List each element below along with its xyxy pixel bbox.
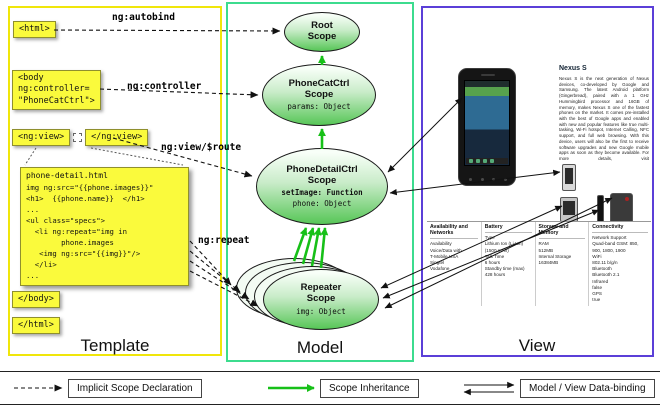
phone-thumbnail-angled: [560, 197, 578, 222]
repeater-scope-ellipse: Repeater Scope img: Object: [263, 269, 379, 330]
phone-speaker: [481, 74, 495, 76]
camera-dot: [625, 197, 629, 201]
phonedetailctrl-scope-title: PhoneDetailCtrl Scope: [286, 163, 358, 186]
spec-col-connectivity: Connectivity Network Support Quad-band G…: [588, 222, 651, 307]
ng-controller-label: ng:controller: [127, 81, 202, 92]
model-section-label: Model: [296, 338, 344, 357]
template-section-label: Template: [80, 336, 150, 355]
phonedetailctrl-scope-ellipse: PhoneDetailCtrl Scope setImage: Function…: [256, 148, 388, 225]
spec-values: Availability Voice/Data with T-Mobile US…: [430, 241, 462, 272]
spec-header: Storage and Memory: [538, 224, 586, 240]
ng-view-placeholder-box: [73, 133, 83, 143]
legend-separator-bottom: [0, 404, 660, 405]
phone-screen: [464, 80, 510, 166]
phonecatctrl-scope-title: PhoneCatCtrl Scope: [288, 77, 350, 100]
repeater-scope-prop: img: Object: [296, 306, 346, 316]
root-scope-ellipse: Root Scope: [284, 12, 360, 52]
legend-separator-top: [0, 371, 660, 372]
ng-view-open-tag: <ng:view>: [12, 129, 71, 147]
phone-app-dock: [466, 158, 508, 164]
phone-thumbnail-front: [562, 164, 576, 191]
body-open-tag: <body ng:controller= "PhoneCatCtrl">: [12, 70, 101, 111]
legend-implicit-scope: Implicit Scope Declaration: [68, 379, 202, 398]
product-title: Nexus S: [559, 65, 587, 72]
specs-table: Availability and Networks Availability V…: [427, 221, 651, 307]
code-file-title: phone-detail.html: [26, 171, 108, 180]
phone-thumbnail-back: [610, 193, 633, 224]
phonecatctrl-scope-ellipse: PhoneCatCtrl Scope params: Object: [262, 64, 376, 126]
spec-header: Connectivity: [592, 224, 649, 234]
phone-detail-code-box: phone-detail.html img ng:src="{{phone.im…: [20, 167, 189, 286]
spec-values: RAM 512MB Internal Storage 16384MB: [538, 241, 572, 266]
legend-data-binding: Model / View Data-binding: [520, 379, 655, 398]
phonedetailctrl-scope-prop-setimage: setImage: Function: [281, 188, 363, 198]
spec-col-availability: Availability and Networks Availability V…: [427, 222, 481, 306]
repeater-scope-title: Repeater Scope: [300, 282, 342, 304]
phonedetailctrl-scope-prop-phone: phone: Object: [292, 199, 352, 209]
body-close-tag: </body>: [12, 291, 60, 309]
ng-view-tags: <ng:view> </ng:view>: [12, 129, 149, 147]
ng-view-close-tag: </ng:view>: [85, 129, 149, 147]
phone-buttons: [469, 178, 507, 181]
ng-autobind-label: ng:autobind: [112, 12, 175, 23]
nexus-phone-image: [458, 68, 516, 186]
spec-col-storage: Storage and Memory RAM 512MB Internal St…: [534, 222, 589, 307]
phonecatctrl-scope-prop: params: Object: [287, 102, 351, 112]
spec-header: Battery: [484, 224, 532, 234]
spec-values: Type Lithium Ion (Li-Ion) (1500 mAh) Tal…: [484, 235, 525, 278]
ng-repeat-label: ng:repeat: [198, 235, 250, 246]
product-description: Nexus S is the next generation of Nexus …: [559, 76, 649, 162]
spec-header: Availability and Networks: [430, 224, 478, 240]
code-body: img ng:src="{{phone.images}}" <h1> {{pho…: [26, 183, 154, 280]
spec-values: Network Support Quad-band GSM: 850, 900,…: [592, 235, 639, 303]
html-close-tag: </html>: [12, 317, 60, 335]
root-scope-title: Root Scope: [307, 20, 337, 42]
html-open-tag: <html>: [13, 21, 56, 39]
legend-scope-inheritance: Scope Inheritance: [320, 379, 419, 398]
spec-col-battery: Battery Type Lithium Ion (Li-Ion) (1500 …: [480, 222, 535, 307]
ng-view-route-label: ng:view/$route: [161, 142, 242, 153]
view-section-label: View: [518, 336, 556, 355]
